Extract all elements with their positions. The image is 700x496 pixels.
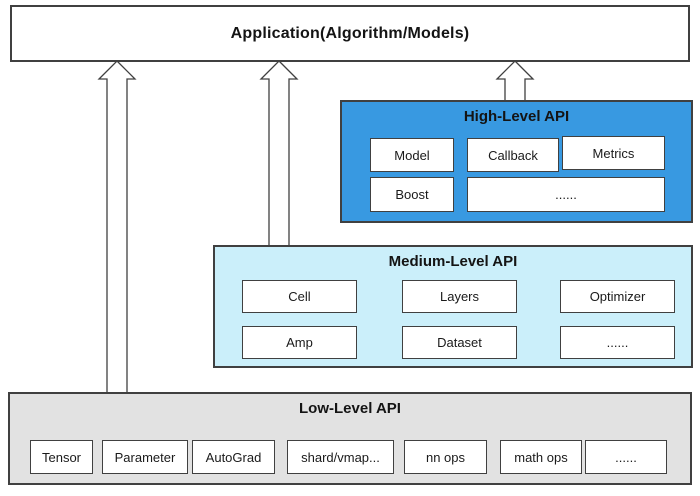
medium-level-api-box: Medium-Level API Cell Layers Optimizer A…: [213, 245, 693, 368]
high-level-api-title: High-Level API: [463, 108, 570, 125]
item-parameter: Parameter: [102, 440, 188, 474]
item-tensor: Tensor: [30, 440, 93, 474]
low-level-api-box: Low-Level API Tensor Parameter AutoGrad …: [8, 392, 692, 485]
medium-level-api-title: Medium-Level API: [388, 253, 518, 270]
item-high-more: ......: [467, 177, 665, 212]
item-amp: Amp: [242, 326, 357, 359]
item-boost: Boost: [370, 177, 454, 212]
item-math-ops: math ops: [500, 440, 582, 474]
application-box: Application(Algorithm/Models): [10, 5, 690, 62]
item-dataset: Dataset: [402, 326, 517, 359]
application-label: Application(Algorithm/Models): [230, 24, 470, 42]
item-nn-ops: nn ops: [404, 440, 487, 474]
low-level-api-title: Low-Level API: [299, 400, 401, 417]
item-optimizer: Optimizer: [560, 280, 675, 313]
item-metrics: Metrics: [562, 136, 665, 170]
item-cell: Cell: [242, 280, 357, 313]
arrow-medium-to-application: [259, 60, 299, 251]
item-medium-more: ......: [560, 326, 675, 359]
item-shard-vmap: shard/vmap...: [287, 440, 394, 474]
arrow-low-to-application: [97, 60, 137, 397]
high-level-api-box: High-Level API Model Callback Metrics Bo…: [340, 100, 693, 223]
item-autograd: AutoGrad: [192, 440, 275, 474]
item-low-more: ......: [585, 440, 667, 474]
item-layers: Layers: [402, 280, 517, 313]
item-model: Model: [370, 138, 454, 172]
arrow-high-to-application: [495, 60, 535, 106]
item-callback: Callback: [467, 138, 559, 172]
